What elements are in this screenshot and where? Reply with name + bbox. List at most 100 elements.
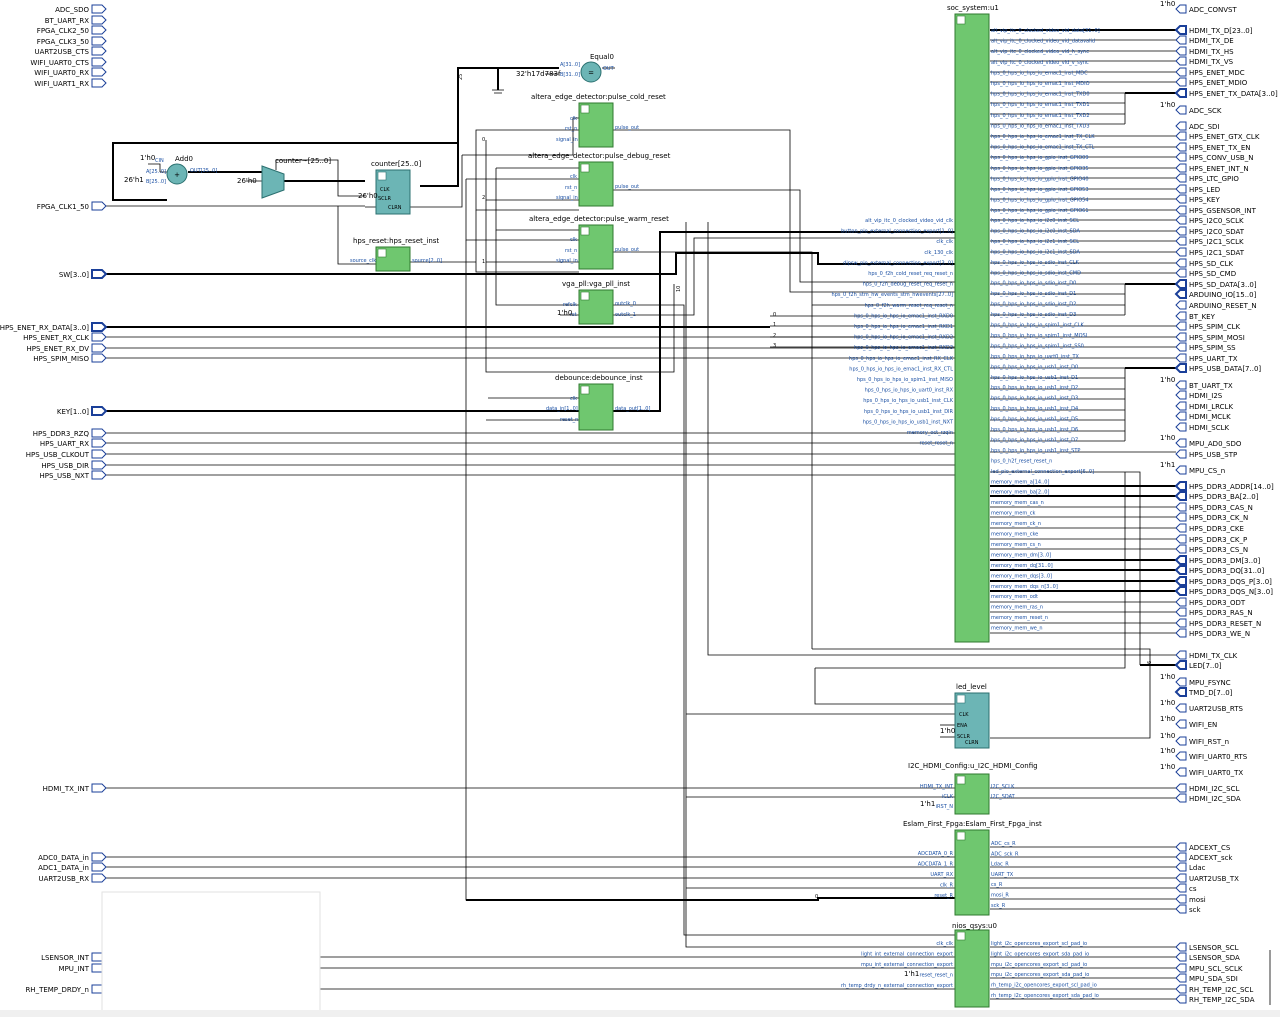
- output-pin-cs[interactable]: cs: [1175, 883, 1197, 893]
- counter-mux[interactable]: counter~[25..0] 26'h0: [237, 157, 331, 199]
- output-pin-hps-i2c0-sclk[interactable]: HPS_I2C0_SCLK: [1175, 215, 1244, 225]
- output-pin-hdmi-tx-hs[interactable]: HDMI_TX_HS: [1175, 46, 1234, 56]
- input-pin-uart2usb-cts[interactable]: UART2USB_CTS: [35, 46, 107, 56]
- output-pin-hps-ddr3-ck-p[interactable]: HPS_DDR3_CK_P: [1175, 534, 1247, 544]
- output-pin-hdmi-lrclk[interactable]: HDMI_LRCLK: [1175, 401, 1233, 411]
- output-pin-mpu-cs-n[interactable]: MPU_CS_n1'h1: [1160, 461, 1225, 475]
- output-pin-hdmi-tx-d-23-0[interactable]: HDMI_TX_D[23..0]: [1174, 25, 1253, 35]
- input-pin-hdmi-tx-int[interactable]: HDMI_TX_INT: [43, 783, 107, 793]
- output-pin-hps-i2c0-sdat[interactable]: HPS_I2C0_SDAT: [1175, 226, 1245, 236]
- output-pin-hdmi-sclk[interactable]: HDMI_SCLK: [1175, 422, 1229, 432]
- output-pin-hps-ltc-gpio[interactable]: HPS_LTC_GPIO: [1175, 173, 1239, 183]
- output-pin-hps-sd-clk[interactable]: HPS_SD_CLK: [1175, 258, 1234, 268]
- output-pin-hps-ddr3-ck-n[interactable]: HPS_DDR3_CK_N: [1175, 512, 1248, 522]
- input-pin-bt-uart-rx[interactable]: BT_UART_RX: [45, 15, 107, 25]
- input-pin-wifi-uart0-cts[interactable]: WIFI_UART0_CTS: [30, 57, 107, 67]
- output-pin-hdmi-i2c-scl[interactable]: HDMI_I2C_SCL: [1175, 783, 1239, 793]
- output-pin-hps-enet-tx-en[interactable]: HPS_ENET_TX_EN: [1175, 142, 1251, 152]
- led-level-block[interactable]: led_level CLK ENA SCLR CLRN 1'h0: [940, 683, 990, 749]
- input-pin-hps-usb-nxt[interactable]: HPS_USB_NXT: [40, 470, 107, 480]
- output-pin-rh-temp-i2c-scl[interactable]: RH_TEMP_I2C_SCL: [1175, 984, 1253, 994]
- output-pin-hps-sd-data-3-0[interactable]: HPS_SD_DATA[3..0]: [1174, 279, 1257, 289]
- input-pin-hps-enet-rx-data-3-0[interactable]: HPS_ENET_RX_DATA[3..0]: [0, 322, 108, 332]
- output-pin-hdmi-i2s[interactable]: HDMI_I2S: [1175, 390, 1223, 400]
- input-pin-fpga-clk3-50[interactable]: FPGA_CLK3_50: [37, 36, 107, 46]
- output-pin-hps-ddr3-we-n[interactable]: HPS_DDR3_WE_N: [1175, 628, 1250, 638]
- output-pin-hps-uart-tx[interactable]: HPS_UART_TX: [1175, 353, 1238, 363]
- soc-system-block[interactable]: soc_system:u1 alt_vip_itc_0_clocked_vide…: [832, 4, 1100, 643]
- output-pin-adc-sdi[interactable]: ADC_SDI: [1175, 121, 1219, 131]
- output-pin-hps-i2c1-sclk[interactable]: HPS_I2C1_SCLK: [1175, 236, 1244, 246]
- output-pin-hdmi-tx-clk[interactable]: HDMI_TX_CLK: [1175, 650, 1238, 660]
- input-pin-wifi-uart0-rx[interactable]: WIFI_UART0_RX: [34, 67, 107, 77]
- input-pin-hps-enet-rx-dv[interactable]: HPS_ENET_RX_DV: [26, 343, 107, 353]
- output-pin-hps-spim-ss[interactable]: HPS_SPIM_SS: [1175, 342, 1236, 352]
- output-pin-hps-enet-gtx-clk[interactable]: HPS_ENET_GTX_CLK: [1175, 131, 1260, 141]
- output-pin-arduino-reset-n[interactable]: ARDUINO_RESET_N: [1175, 300, 1257, 310]
- pulse-cold-reset-block[interactable]: altera_edge_detector:pulse_cold_reset cl…: [531, 93, 666, 148]
- output-pin-mpu-scl-sclk[interactable]: MPU_SCL_SCLK: [1175, 963, 1243, 973]
- add0-adder[interactable]: + Add0 CIN A[25..0] B[25..0] OUT[25..0] …: [124, 154, 217, 185]
- output-pin-hps-led[interactable]: HPS_LED: [1175, 184, 1220, 194]
- output-pin-hps-enet-mdc[interactable]: HPS_ENET_MDC: [1175, 67, 1245, 77]
- output-pin-hps-ddr3-dq-31-0[interactable]: HPS_DDR3_DQ[31..0]: [1174, 565, 1264, 575]
- input-pin-hps-uart-rx[interactable]: HPS_UART_RX: [40, 438, 107, 448]
- output-pin-hps-ddr3-dqs-p-3-0[interactable]: HPS_DDR3_DQS_P[3..0]: [1174, 576, 1272, 586]
- input-pin-adc-sdo[interactable]: ADC_SDO: [55, 4, 107, 14]
- pulse-debug-reset-block[interactable]: altera_edge_detector:pulse_debug_reset c…: [528, 152, 671, 207]
- output-pin-tmd-d-7-0[interactable]: TMD_D[7..0]: [1174, 687, 1233, 697]
- eslam-first-fpga-block[interactable]: Eslam_First_Fpga:Eslam_First_Fpga_inst A…: [903, 820, 1042, 916]
- output-pin-uart2usb-tx[interactable]: UART2USB_TX: [1175, 873, 1239, 883]
- output-pin-hdmi-mclk[interactable]: HDMI_MCLK: [1175, 411, 1231, 421]
- input-pin-lsensor-int[interactable]: LSENSOR_INT: [41, 952, 107, 962]
- output-pin-hps-spim-clk[interactable]: HPS_SPIM_CLK: [1175, 321, 1240, 331]
- output-pin-mpu-sda-sdi[interactable]: MPU_SDA_SDI: [1175, 973, 1238, 983]
- input-pin-rh-temp-drdy-n[interactable]: RH_TEMP_DRDY_n: [25, 984, 107, 994]
- output-pin-ldac[interactable]: Ldac: [1175, 862, 1206, 872]
- output-pin-led-7-0[interactable]: LED[7..0]: [1174, 660, 1222, 670]
- input-pin-adc1-data-in[interactable]: ADC1_DATA_in: [38, 862, 107, 872]
- output-pin-hps-ddr3-dqs-n-3-0[interactable]: HPS_DDR3_DQS_N[3..0]: [1174, 586, 1273, 596]
- input-pin-adc0-data-in[interactable]: ADC0_DATA_in: [38, 852, 107, 862]
- output-pin-wifi-en[interactable]: WIFI_EN1'h0: [1160, 715, 1217, 729]
- output-pin-hps-enet-int-n[interactable]: HPS_ENET_INT_N: [1175, 163, 1249, 173]
- output-pin-arduino-io-15-0[interactable]: ARDUINO_IO[15..0]: [1174, 289, 1257, 299]
- output-pin-adcext-sck[interactable]: ADCEXT_sck: [1175, 852, 1233, 862]
- output-pin-mosi[interactable]: mosi: [1175, 894, 1206, 904]
- counter-register[interactable]: counter[25..0] CLK SCLR CLRN 26'h0: [358, 160, 421, 215]
- output-pin-hdmi-tx-vs[interactable]: HDMI_TX_VS: [1175, 56, 1234, 66]
- output-pin-hps-spim-mosi[interactable]: HPS_SPIM_MOSI: [1175, 332, 1245, 342]
- output-pin-hps-gsensor-int[interactable]: HPS_GSENSOR_INT: [1175, 205, 1257, 215]
- input-pin-fpga-clk1-50[interactable]: FPGA_CLK1_50: [37, 201, 107, 211]
- output-pin-hps-ddr3-dm-3-0[interactable]: HPS_DDR3_DM[3..0]: [1174, 555, 1261, 565]
- output-pin-hps-sd-cmd[interactable]: HPS_SD_CMD: [1175, 268, 1236, 278]
- input-pin-hps-usb-clkout[interactable]: HPS_USB_CLKOUT: [26, 449, 107, 459]
- vga-pll-block[interactable]: vga_pll:vga_pll_inst refclk rst outclk_0…: [557, 280, 636, 325]
- output-pin-hps-key[interactable]: HPS_KEY: [1175, 194, 1220, 204]
- output-pin-hps-ddr3-cas-n[interactable]: HPS_DDR3_CAS_N: [1175, 502, 1253, 512]
- output-pin-wifi-rst-n[interactable]: WIFI_RST_n1'h0: [1160, 732, 1229, 746]
- input-pin-mpu-int[interactable]: MPU_INT: [59, 963, 107, 973]
- equal0-comparator[interactable]: = Equal0 A[31..0] B[31..0] OUT 32'h17d78…: [516, 53, 615, 83]
- output-pin-wifi-uart0-tx[interactable]: WIFI_UART0_TX1'h0: [1160, 763, 1243, 777]
- output-pin-hps-usb-stp[interactable]: HPS_USB_STP: [1175, 449, 1237, 459]
- input-pin-wifi-uart1-rx[interactable]: WIFI_UART1_RX: [34, 78, 107, 88]
- output-pin-hps-ddr3-cke[interactable]: HPS_DDR3_CKE: [1175, 523, 1244, 533]
- input-pin-hps-ddr3-rzq[interactable]: HPS_DDR3_RZQ: [33, 428, 107, 438]
- output-pin-hps-ddr3-addr-14-0[interactable]: HPS_DDR3_ADDR[14..0]: [1174, 481, 1274, 491]
- input-pin-uart2usb-rx[interactable]: UART2USB_RX: [38, 873, 107, 883]
- input-pin-key-1-0[interactable]: KEY[1..0]: [57, 406, 108, 416]
- input-pin-hps-spim-miso[interactable]: HPS_SPIM_MISO: [33, 353, 107, 363]
- output-pin-sck[interactable]: sck: [1175, 904, 1201, 914]
- output-pin-hps-ddr3-ras-n[interactable]: HPS_DDR3_RAS_N: [1175, 607, 1253, 617]
- output-pin-hps-ddr3-reset-n[interactable]: HPS_DDR3_RESET_N: [1175, 618, 1261, 628]
- output-pin-hps-conv-usb-n[interactable]: HPS_CONV_USB_N: [1175, 152, 1253, 162]
- input-pin-hps-usb-dir[interactable]: HPS_USB_DIR: [41, 460, 107, 470]
- output-pin-rh-temp-i2c-sda[interactable]: RH_TEMP_I2C_SDA: [1175, 994, 1255, 1004]
- debounce-block[interactable]: debounce:debounce_inst clk data_in[1..0]…: [546, 374, 650, 431]
- input-pin-sw-3-0[interactable]: SW[3..0]: [59, 269, 108, 279]
